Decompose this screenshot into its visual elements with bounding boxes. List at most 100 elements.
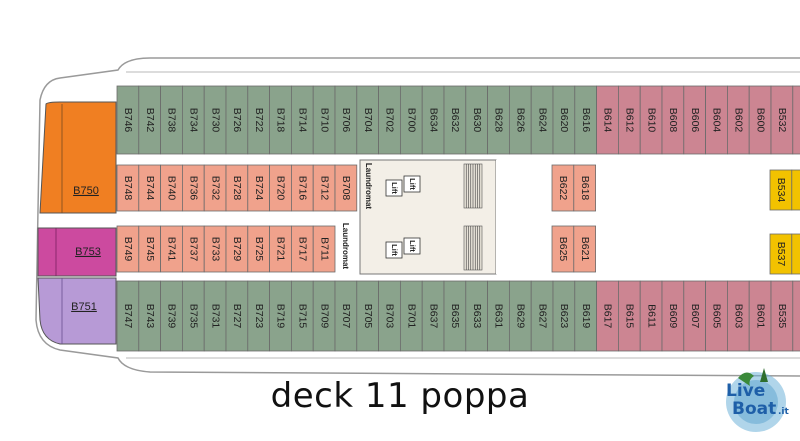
cabin-B532[interactable]: B532 [770, 85, 794, 155]
cabin-B708[interactable]: B708 [334, 164, 358, 212]
cabin-B707[interactable]: B707 [334, 280, 358, 352]
cabin-B607[interactable]: B607 [683, 280, 706, 352]
cabin-B704[interactable]: B704 [356, 85, 379, 155]
cabin-B534[interactable]: B534 [769, 169, 793, 211]
cabin-B724[interactable]: B724 [247, 164, 271, 212]
suite-B751[interactable]: B751 [37, 277, 117, 345]
cabin-B726[interactable]: B726 [225, 85, 249, 155]
cabin-B743[interactable]: B743 [138, 280, 162, 352]
cabin-B737[interactable]: B737 [181, 225, 205, 273]
cabin-B705[interactable]: B705 [356, 280, 379, 352]
cabin-B631[interactable]: B631 [487, 280, 510, 352]
cabin-B616[interactable]: B616 [574, 85, 597, 155]
cabin-B734[interactable]: B734 [181, 85, 205, 155]
cabin-B740[interactable]: B740 [160, 164, 183, 212]
cabin-B722[interactable]: B722 [247, 85, 271, 155]
cabin-B738[interactable]: B738 [160, 85, 183, 155]
cabin-B735[interactable]: B735 [181, 280, 205, 352]
cabin-B742[interactable]: B742 [138, 85, 162, 155]
cabin-B710[interactable]: B710 [312, 85, 336, 155]
cabin-B634[interactable]: B634 [421, 85, 445, 155]
cabin-B741[interactable]: B741 [160, 225, 183, 273]
cabin-B716[interactable]: B716 [290, 164, 314, 212]
cabin-B727[interactable]: B727 [225, 280, 249, 352]
cabin-B635[interactable]: B635 [443, 280, 467, 352]
cabin-B530[interactable]: B530 [791, 169, 800, 211]
cabin-B625[interactable]: B625 [551, 225, 575, 273]
cabin-B602[interactable]: B602 [727, 85, 750, 155]
cabin-B747[interactable]: B747 [116, 280, 140, 352]
cabin-B725[interactable]: B725 [247, 225, 271, 273]
cabin-B621[interactable]: B621 [573, 225, 596, 273]
cabin-B736[interactable]: B736 [181, 164, 205, 212]
cabin-B628[interactable]: B628 [487, 85, 510, 155]
cabin-B605[interactable]: B605 [705, 280, 728, 352]
cabin-label: B719 [275, 304, 287, 329]
cabin-B746[interactable]: B746 [116, 85, 140, 155]
cabin-label: B740 [166, 176, 178, 201]
cabin-B633[interactable]: B633 [465, 280, 488, 352]
cabin-B701[interactable]: B701 [399, 280, 423, 352]
cabin-B623[interactable]: B623 [552, 280, 576, 352]
cabin-B632[interactable]: B632 [443, 85, 467, 155]
cabin-B717[interactable]: B717 [290, 225, 314, 273]
cabin-B622[interactable]: B622 [551, 164, 575, 212]
cabin-B715[interactable]: B715 [290, 280, 314, 352]
cabin-B702[interactable]: B702 [378, 85, 401, 155]
lift-label: Lift [390, 182, 399, 194]
cabin-B732[interactable]: B732 [203, 164, 227, 212]
cabin-B609[interactable]: B609 [661, 280, 685, 352]
cabin-B748[interactable]: B748 [116, 164, 140, 212]
cabin-B620[interactable]: B620 [552, 85, 576, 155]
cabin-B601[interactable]: B601 [748, 280, 772, 352]
cabin-B611[interactable]: B611 [639, 280, 663, 352]
cabin-B731[interactable]: B731 [203, 280, 227, 352]
cabin-B608[interactable]: B608 [661, 85, 685, 155]
cabin-B618[interactable]: B618 [573, 164, 596, 212]
cabin-B739[interactable]: B739 [160, 280, 183, 352]
cabin-B721[interactable]: B721 [269, 225, 292, 273]
cabin-B749[interactable]: B749 [116, 225, 140, 273]
cabin-B528[interactable]: B528 [792, 85, 800, 155]
cabin-B610[interactable]: B610 [639, 85, 663, 155]
cabin-B709[interactable]: B709 [312, 280, 336, 352]
suite-B750[interactable]: B750 [39, 101, 117, 214]
cabin-B745[interactable]: B745 [138, 225, 162, 273]
cabin-B711[interactable]: B711 [312, 225, 336, 273]
cabin-B706[interactable]: B706 [334, 85, 358, 155]
cabin-B600[interactable]: B600 [748, 85, 772, 155]
cabin-B728[interactable]: B728 [225, 164, 249, 212]
cabin-B637[interactable]: B637 [421, 280, 445, 352]
cabin-B537[interactable]: B537 [769, 233, 793, 275]
cabin-B624[interactable]: B624 [530, 85, 554, 155]
cabin-B614[interactable]: B614 [596, 85, 619, 155]
cabin-B603[interactable]: B603 [727, 280, 750, 352]
cabin-B533[interactable]: B533 [791, 233, 800, 275]
cabin-B612[interactable]: B612 [618, 85, 641, 155]
cabin-B700[interactable]: B700 [399, 85, 423, 155]
cabin-B619[interactable]: B619 [574, 280, 597, 352]
cabin-B733[interactable]: B733 [203, 225, 227, 273]
cabin-B730[interactable]: B730 [203, 85, 227, 155]
cabin-B714[interactable]: B714 [290, 85, 314, 155]
cabin-B744[interactable]: B744 [138, 164, 162, 212]
cabin-B712[interactable]: B712 [312, 164, 336, 212]
cabin-B629[interactable]: B629 [508, 280, 532, 352]
cabin-B626[interactable]: B626 [508, 85, 532, 155]
cabin-B729[interactable]: B729 [225, 225, 249, 273]
cabin-B718[interactable]: B718 [269, 85, 292, 155]
cabin-B535[interactable]: B535 [770, 280, 794, 352]
cabin-B703[interactable]: B703 [378, 280, 401, 352]
cabin-label: B635 [449, 304, 461, 329]
cabin-B627[interactable]: B627 [530, 280, 554, 352]
cabin-B531[interactable]: B531 [792, 280, 800, 352]
cabin-B606[interactable]: B606 [683, 85, 706, 155]
cabin-B630[interactable]: B630 [465, 85, 488, 155]
cabin-B723[interactable]: B723 [247, 280, 271, 352]
cabin-B720[interactable]: B720 [269, 164, 292, 212]
suite-B753[interactable]: B753 [37, 227, 117, 277]
cabin-B604[interactable]: B604 [705, 85, 728, 155]
cabin-B617[interactable]: B617 [596, 280, 619, 352]
cabin-B719[interactable]: B719 [269, 280, 292, 352]
cabin-B615[interactable]: B615 [618, 280, 641, 352]
